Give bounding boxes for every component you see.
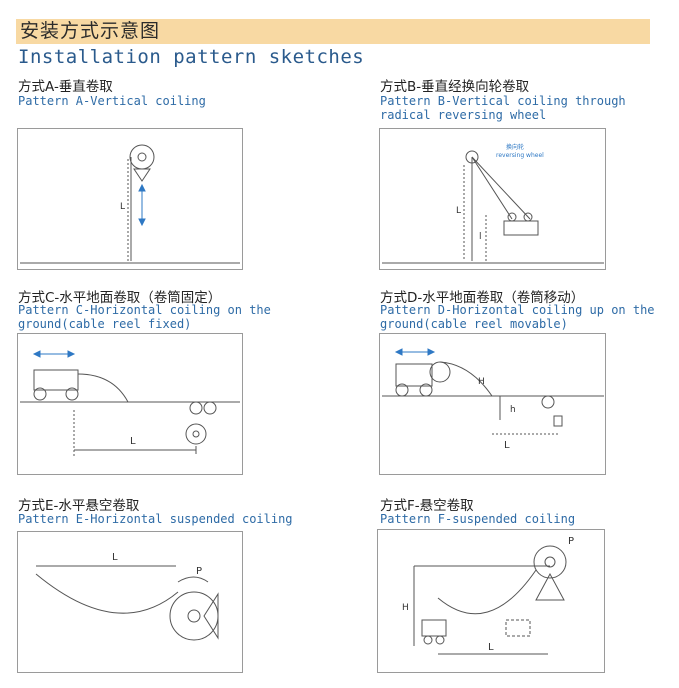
pattern-a-sketch: L xyxy=(17,128,243,270)
trolley-body xyxy=(395,363,433,387)
anchor xyxy=(553,415,563,427)
pattern-f-title: 方式F-悬空卷取 xyxy=(380,498,474,514)
trolley-wheel-left xyxy=(33,387,47,401)
pattern-b-caption-1: Pattern B-Vertical coiling through xyxy=(380,94,626,108)
dim-h-upper-label: H xyxy=(478,377,485,387)
reel-support xyxy=(133,168,151,182)
header-bar xyxy=(16,19,650,44)
reel-support xyxy=(535,572,565,601)
cable-sag xyxy=(35,573,179,614)
trolley-wheel-right xyxy=(419,383,433,397)
pattern-e-sketch: L P xyxy=(17,531,243,673)
dim-h-label: H xyxy=(402,603,409,613)
reel-hub xyxy=(137,152,147,162)
reel-hub xyxy=(187,609,201,623)
pattern-b-caption-2: radical reversing wheel xyxy=(380,108,547,122)
cable-reel xyxy=(185,423,207,445)
trolley-wheel-left xyxy=(423,635,433,645)
guide-pulley xyxy=(541,395,555,409)
pattern-b-title: 方式B-垂直经换向轮卷取 xyxy=(380,79,530,95)
reel-base xyxy=(503,220,539,236)
dim-l-label: L xyxy=(120,202,125,212)
cable-diagonal-1 xyxy=(471,156,531,220)
arrow-head-right xyxy=(427,348,436,356)
arrow-head-right xyxy=(67,350,76,358)
pattern-c-caption-2: ground(cable reel fixed) xyxy=(18,317,192,331)
cable-diagonal-2 xyxy=(471,156,513,220)
pattern-d-caption-1: Pattern D-Horizontal coiling up on the xyxy=(380,303,655,317)
trolley-wheel-left xyxy=(395,383,409,397)
pattern-d-title: 方式D-水平地面卷取（卷筒移动） xyxy=(380,290,585,306)
dim-p-label: P xyxy=(196,566,202,577)
trolley-wheel-right xyxy=(65,387,79,401)
rotation-arc xyxy=(177,576,209,583)
trolley-alt-position xyxy=(505,619,531,637)
dim-i-label: l xyxy=(479,232,482,242)
pattern-b-sketch: L l 换向轮 reversing wheel xyxy=(379,128,606,270)
arrow-head-left xyxy=(32,350,41,358)
trolley-wheel-right xyxy=(435,635,445,645)
pattern-a-title: 方式A-垂直卷取 xyxy=(18,79,113,95)
pattern-c-title: 方式C-水平地面卷取（卷筒固定） xyxy=(18,290,222,306)
dim-l-label: L xyxy=(504,440,510,451)
pattern-f-caption: Pattern F-suspended coiling xyxy=(380,512,576,526)
dim-l-label: L xyxy=(130,436,136,447)
reel-hub xyxy=(544,556,556,568)
pattern-d-caption-2: ground(cable reel movable) xyxy=(380,317,568,331)
arrow-head-up xyxy=(138,183,146,192)
guide-pulley-2 xyxy=(203,401,217,415)
arrow-head-down xyxy=(138,218,146,227)
pattern-a-caption: Pattern A-Vertical coiling xyxy=(18,94,206,108)
dim-l-label: L xyxy=(488,642,494,653)
dim-p-label: P xyxy=(568,536,574,547)
cable-sag xyxy=(77,373,129,403)
pattern-c-caption-1: Pattern C-Horizontal coiling on the xyxy=(18,303,271,317)
reel-hub xyxy=(192,430,200,438)
cable-reel xyxy=(533,545,567,579)
pattern-e-title: 方式E-水平悬空卷取 xyxy=(18,498,140,514)
cable-reel xyxy=(169,591,219,641)
reel-a xyxy=(507,212,517,222)
cable-sag xyxy=(437,569,537,615)
arrow-head-left xyxy=(394,348,403,356)
reel-circle xyxy=(129,144,155,170)
wheel-label-en: reversing wheel xyxy=(496,152,544,159)
pattern-d-sketch: H h L xyxy=(379,333,606,475)
cable-reel xyxy=(429,361,451,383)
dim-h-lower-label: h xyxy=(510,405,516,415)
trolley-body xyxy=(33,369,79,391)
pattern-e-caption: Pattern E-Horizontal suspended coiling xyxy=(18,512,293,526)
pattern-c-sketch: L xyxy=(17,333,243,475)
wheel-label-zh: 换向轮 xyxy=(506,143,524,151)
dim-l-label: L xyxy=(456,206,461,216)
trolley-body xyxy=(421,619,447,637)
cable-sag xyxy=(439,361,493,397)
dim-l-label: L xyxy=(112,552,118,563)
guide-pulley-1 xyxy=(189,401,203,415)
pattern-f-sketch: H L P xyxy=(377,529,605,673)
reel-support xyxy=(203,592,219,640)
page-title: 安装方式示意图 xyxy=(20,20,161,42)
page-subtitle: Installation pattern sketches xyxy=(18,46,365,68)
